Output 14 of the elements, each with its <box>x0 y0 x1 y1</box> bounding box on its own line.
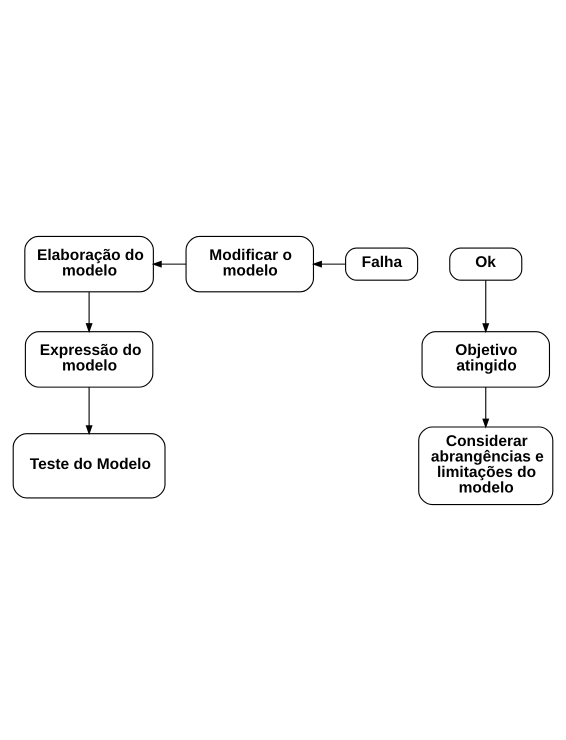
node-box: Ok <box>449 247 522 280</box>
node-box: Expressão do modelo <box>24 330 154 388</box>
arrow <box>482 280 490 333</box>
node-box: Falha <box>345 247 418 280</box>
node-box: Objetivo atingido <box>422 330 550 388</box>
arrow <box>86 386 93 435</box>
node-box: Considerar abrangências e limitações do modelo <box>418 426 554 505</box>
node-box: Modificar o modelo <box>186 235 314 292</box>
arrow <box>86 292 93 333</box>
arrow <box>152 260 186 268</box>
node-box: Teste do Modelo <box>12 432 166 498</box>
arrow <box>312 260 346 268</box>
node-box: Elaboração do modelo <box>24 235 154 292</box>
arrow <box>482 386 490 428</box>
